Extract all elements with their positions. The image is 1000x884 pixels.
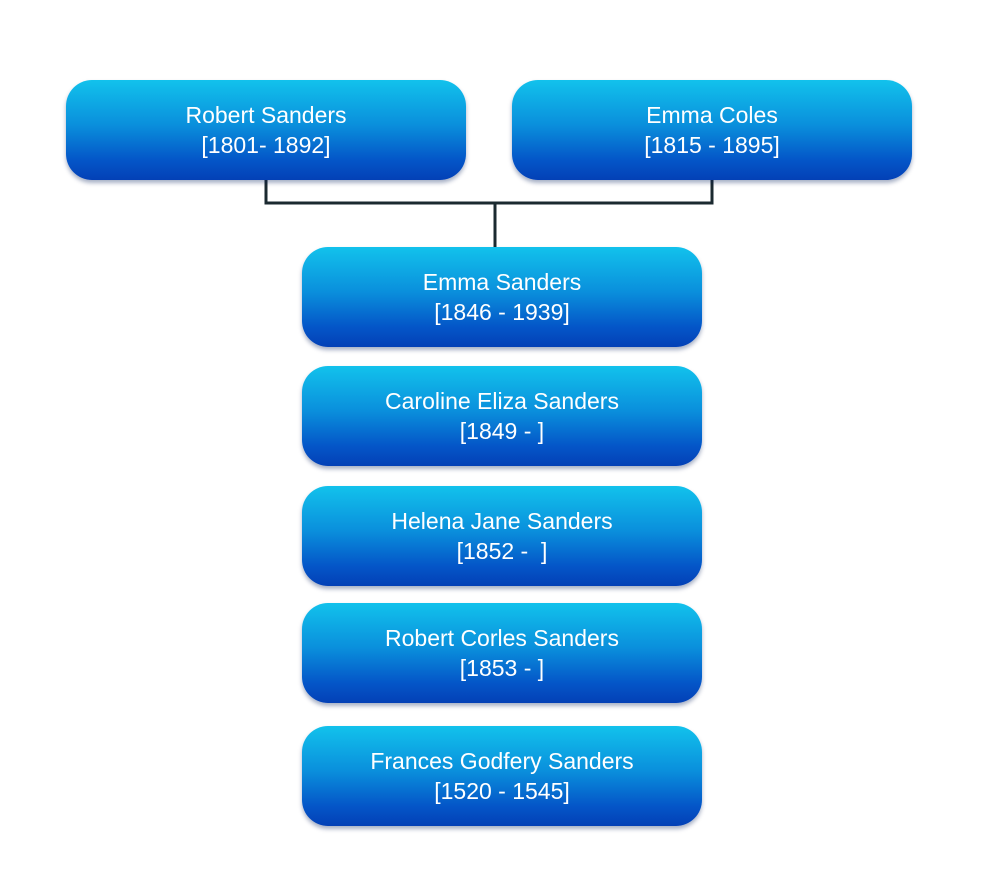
person-name: Helena Jane Sanders (391, 508, 613, 534)
child-node-robert-corles-sanders[interactable]: Robert Corles Sanders [1853 - ] (302, 603, 702, 703)
parent-node-robert-sanders[interactable]: Robert Sanders [1801- 1892] (66, 80, 466, 180)
child-node-frances-godfery-sanders[interactable]: Frances Godfery Sanders [1520 - 1545] (302, 726, 702, 826)
person-name: Caroline Eliza Sanders (385, 388, 619, 414)
person-dates: [1815 - 1895] (644, 132, 780, 158)
child-node-emma-sanders[interactable]: Emma Sanders [1846 - 1939] (302, 247, 702, 347)
parent-link-line (264, 180, 714, 247)
person-dates: [1801- 1892] (201, 132, 331, 158)
person-name: Frances Godfery Sanders (370, 748, 634, 774)
person-dates: [1849 - ] (459, 418, 545, 444)
child-node-caroline-eliza-sanders[interactable]: Caroline Eliza Sanders [1849 - ] (302, 366, 702, 466)
person-name: Robert Corles Sanders (385, 625, 619, 651)
person-dates: [1853 - ] (459, 655, 545, 681)
person-dates: [1520 - 1545] (434, 778, 570, 804)
person-dates: [1846 - 1939] (434, 299, 570, 325)
person-name: Robert Sanders (185, 102, 347, 128)
parent-node-emma-coles[interactable]: Emma Coles [1815 - 1895] (512, 80, 912, 180)
person-dates: [1852 - ] (456, 538, 548, 564)
person-name: Emma Sanders (422, 269, 582, 295)
person-name: Emma Coles (646, 102, 778, 128)
child-node-helena-jane-sanders[interactable]: Helena Jane Sanders [1852 - ] (302, 486, 702, 586)
